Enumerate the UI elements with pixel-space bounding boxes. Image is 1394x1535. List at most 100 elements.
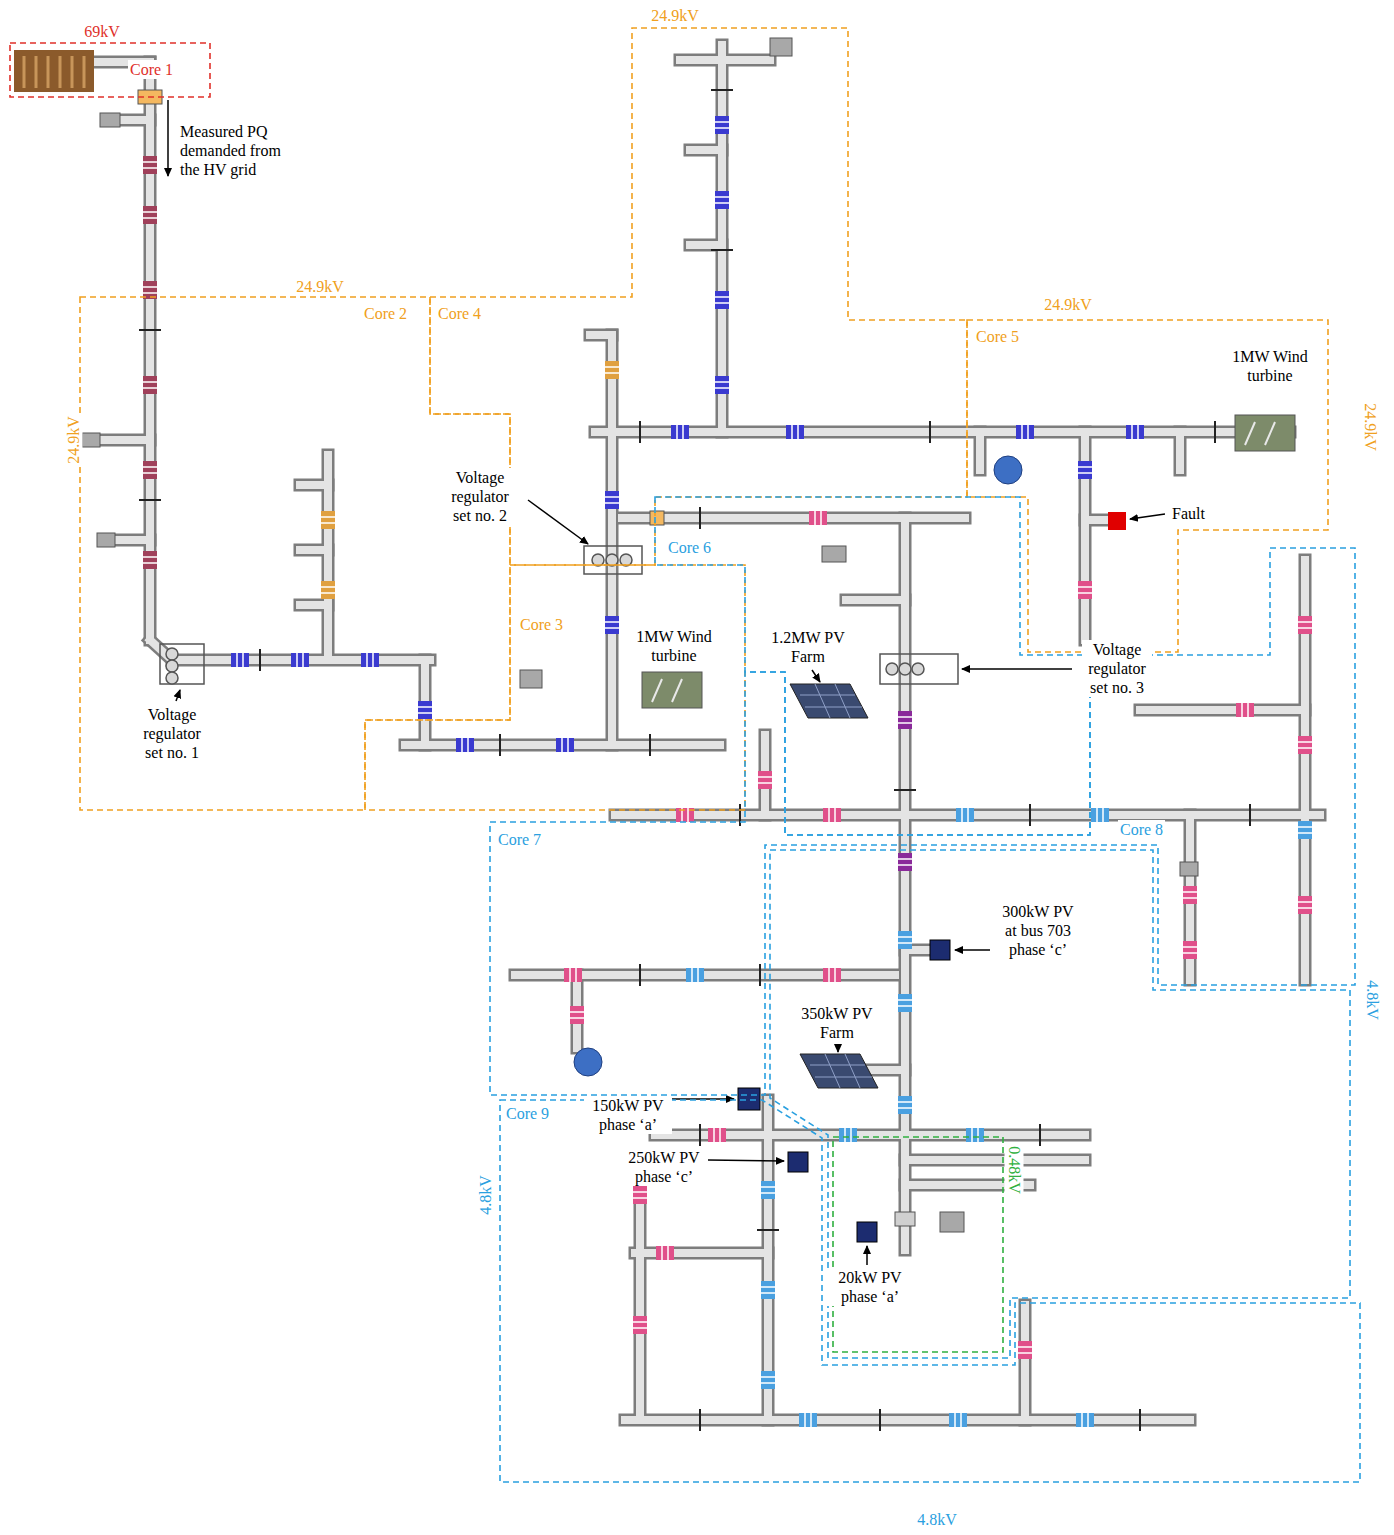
line-segment-mark (656, 1246, 674, 1260)
bus-tick (1214, 421, 1216, 443)
bus-tick (699, 1124, 701, 1146)
lv-region-outline (833, 1137, 1003, 1352)
core-region: Core 3 (365, 565, 745, 810)
segment-stripe (1078, 467, 1092, 473)
pipe-outline (100, 434, 150, 447)
annotation-label: Measured PQ demanded from the HV grid (178, 122, 300, 179)
core-boundary (967, 320, 1328, 652)
line-segment-mark (605, 491, 619, 509)
substation-body (14, 50, 94, 92)
bus-tick (699, 507, 701, 529)
line-segment-mark (715, 376, 729, 394)
bus-tick (1039, 1124, 1041, 1146)
pipe-outline (625, 1414, 1190, 1427)
segment-stripe (715, 382, 729, 388)
line-segment-mark (291, 653, 309, 667)
core-boundary (10, 43, 210, 97)
bus-tick (139, 499, 161, 501)
line-segment-mark (143, 461, 157, 479)
annotation-label: Voltage regulator set no. 1 (137, 705, 207, 762)
segment-stripe (1022, 425, 1028, 439)
segment-stripe (1018, 1347, 1032, 1353)
segment-stripe (898, 1000, 912, 1006)
annotation-label: 150kW PV phase ‘a’ (584, 1096, 672, 1134)
line-segment-mark (1298, 736, 1312, 754)
leader-arrow (176, 690, 180, 701)
pipe-fill (976, 432, 984, 470)
core-boundary (430, 28, 967, 565)
line-segment-mark (1183, 886, 1197, 904)
segment-stripe (972, 1128, 978, 1142)
annotation-label: 350kW PV Farm (793, 1004, 881, 1042)
segment-stripe (662, 1246, 668, 1260)
segment-stripe (962, 808, 968, 822)
segment-stripe (570, 1012, 584, 1018)
line-segment-mark (761, 1181, 775, 1199)
core-label: Core 5 (974, 327, 1021, 346)
line-segment-mark (1126, 425, 1144, 439)
pipe-outline (1079, 432, 1092, 640)
segment-stripe (605, 622, 619, 628)
pipe-outline (571, 975, 584, 1048)
segment-stripe (898, 717, 912, 723)
pipe-fill (690, 146, 722, 154)
line-segment-mark (839, 1128, 857, 1142)
load-box (97, 533, 115, 547)
leader-arrows (168, 100, 1165, 1265)
pipe-fill (625, 1416, 1190, 1424)
segment-stripe (367, 653, 373, 667)
pipe-fill (690, 241, 722, 249)
core-boundary (365, 565, 745, 810)
core-boundary (770, 850, 1350, 1358)
pipe-outline (515, 969, 895, 982)
pipe-fill (300, 481, 328, 489)
load-box (520, 670, 542, 688)
line-segment-mark (556, 738, 574, 752)
segment-stripe (605, 367, 619, 373)
annotation-label: 300kW PV at bus 703 phase ‘c’ (997, 902, 1079, 959)
segment-stripe (605, 497, 619, 503)
line-segment-mark (418, 701, 432, 719)
segment-stripe (297, 653, 303, 667)
line-segment-mark (799, 1413, 817, 1427)
segment-stripe (1183, 892, 1197, 898)
segment-stripe (570, 968, 576, 982)
annotation-label: Fault (1170, 504, 1207, 523)
turbine-detail (1245, 422, 1275, 445)
fault-marker (1108, 512, 1126, 530)
pipe-outline (622, 512, 965, 525)
pipe-fill (635, 1249, 768, 1257)
line-segment-mark (949, 1413, 967, 1427)
core-label: Core 6 (666, 538, 713, 557)
line-segment-mark (715, 191, 729, 209)
pv-grid (810, 1054, 872, 1088)
leader-arrow (1130, 514, 1165, 519)
line-segment-mark (966, 1128, 984, 1142)
segment-stripe (1298, 742, 1312, 748)
segment-stripe (1078, 587, 1092, 593)
bus-tick (1139, 1409, 1141, 1431)
regulator-coil (166, 672, 178, 684)
pipe-outline (115, 534, 150, 547)
segment-stripe (143, 212, 157, 218)
line-segment-mark (570, 1006, 584, 1024)
bus-tick (699, 1409, 701, 1431)
core-region: Core 7 (490, 548, 1355, 1095)
segment-stripe (633, 1322, 647, 1328)
pipe-outline (634, 1165, 647, 1415)
bus-tick (711, 89, 733, 91)
pv-array (800, 1054, 878, 1088)
line-segment-mark (786, 425, 804, 439)
line-segment-mark (898, 931, 912, 949)
core-outline (655, 497, 1090, 835)
line-segment-mark (809, 511, 827, 525)
line-segment-mark (143, 551, 157, 569)
line-segment-mark (231, 653, 249, 667)
voltage-label: 0.48kV (1005, 1144, 1024, 1196)
line-segment-mark (321, 511, 335, 529)
pipe-fill (608, 335, 616, 745)
core-outline (10, 43, 210, 97)
line-segment-mark (1076, 1413, 1094, 1427)
core-label: Core 7 (496, 830, 543, 849)
